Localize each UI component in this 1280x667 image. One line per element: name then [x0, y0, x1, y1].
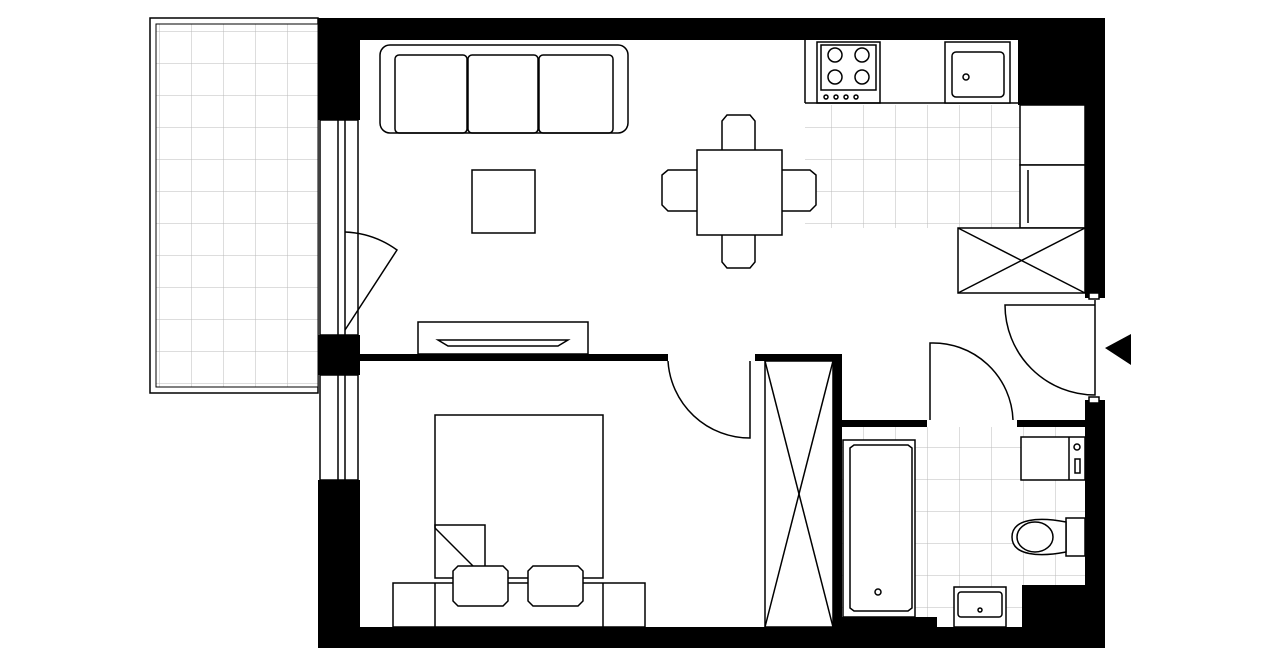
washing-machine	[1020, 436, 1086, 481]
balcony-door[interactable]	[344, 231, 399, 331]
bathroom-sink	[953, 586, 1007, 628]
kitchen-tiles	[805, 105, 1020, 228]
dining-set	[661, 114, 817, 269]
bathtub	[842, 439, 916, 618]
entrance-door[interactable]	[1004, 292, 1100, 404]
window-living	[319, 119, 359, 336]
coffee-table	[471, 169, 536, 234]
bedroom-door[interactable]	[667, 360, 751, 439]
wardrobe	[764, 360, 834, 628]
toilet	[1011, 517, 1086, 557]
kitchen-cabinet	[957, 227, 1086, 294]
bed	[392, 414, 646, 628]
sofa	[379, 44, 629, 134]
kitchen-sink	[944, 41, 1011, 104]
stove	[816, 41, 881, 104]
fridge	[1019, 104, 1086, 229]
walls	[318, 18, 1105, 648]
triangle-arrow-icon	[1105, 334, 1131, 365]
tv-unit	[417, 321, 589, 355]
balcony	[149, 17, 319, 394]
bathroom-door[interactable]	[929, 342, 1014, 421]
window-bedroom	[319, 374, 359, 481]
